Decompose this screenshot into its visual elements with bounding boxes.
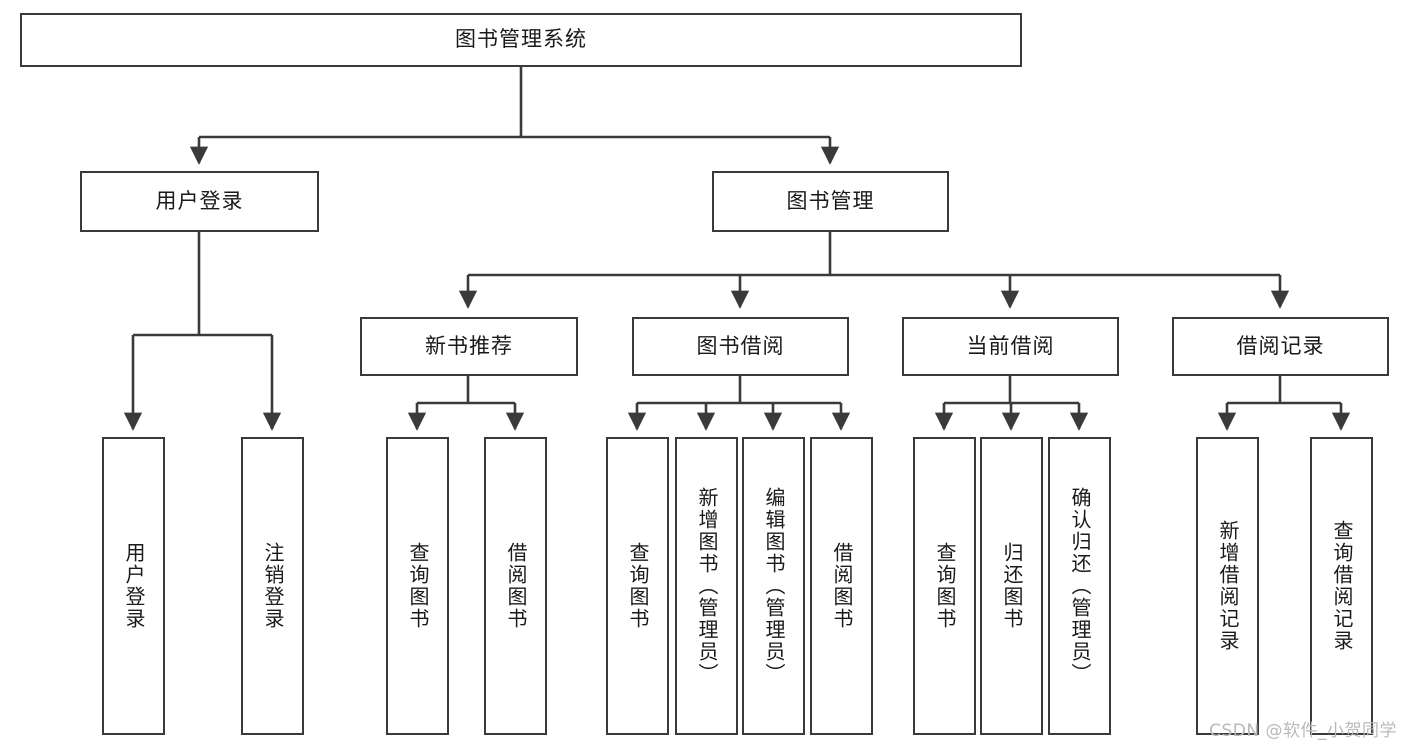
- node-label: 当前借阅: [966, 333, 1055, 358]
- node-label: 用户登录: [155, 188, 244, 213]
- leaf-user-logout[interactable]: 注销登录: [241, 437, 304, 735]
- node-label: 确认归还（管理员）: [1068, 487, 1092, 685]
- leaf-query-book-1[interactable]: 查询图书: [386, 437, 449, 735]
- leaf-borrow-book-2[interactable]: 借阅图书: [810, 437, 873, 735]
- node-label: 图书管理系统: [455, 27, 587, 52]
- leaf-query-record[interactable]: 查询借阅记录: [1310, 437, 1373, 735]
- node-book-borrow[interactable]: 图书借阅: [632, 317, 849, 376]
- leaf-return-book[interactable]: 归还图书: [980, 437, 1043, 735]
- node-root-system[interactable]: 图书管理系统: [20, 13, 1022, 67]
- watermark-text: CSDN @软件_小贺同学: [1209, 721, 1397, 741]
- node-new-book-recommend[interactable]: 新书推荐: [360, 317, 578, 376]
- node-label: 查询图书: [933, 542, 957, 630]
- leaf-user-login[interactable]: 用户登录: [102, 437, 165, 735]
- node-label: 注销登录: [261, 542, 285, 630]
- node-label: 借阅图书: [830, 542, 854, 630]
- node-label: 用户登录: [122, 542, 146, 630]
- node-label: 图书借阅: [696, 333, 785, 358]
- node-user-login[interactable]: 用户登录: [80, 171, 319, 232]
- leaf-borrow-book-1[interactable]: 借阅图书: [484, 437, 547, 735]
- node-label: 借阅图书: [504, 542, 528, 630]
- node-book-manage[interactable]: 图书管理: [712, 171, 949, 232]
- leaf-confirm-return[interactable]: 确认归还（管理员）: [1048, 437, 1111, 735]
- leaf-add-book[interactable]: 新增图书（管理员）: [675, 437, 738, 735]
- node-label: 编辑图书（管理员）: [762, 487, 786, 685]
- leaf-query-book-3[interactable]: 查询图书: [913, 437, 976, 735]
- node-borrow-record[interactable]: 借阅记录: [1172, 317, 1389, 376]
- node-label: 借阅记录: [1236, 333, 1325, 358]
- node-label: 图书管理: [786, 188, 875, 213]
- leaf-edit-book[interactable]: 编辑图书（管理员）: [742, 437, 805, 735]
- node-label: 新增借阅记录: [1216, 520, 1240, 652]
- node-label: 查询图书: [406, 542, 430, 630]
- node-label: 新增图书（管理员）: [695, 487, 719, 685]
- node-label: 新书推荐: [425, 333, 513, 358]
- node-label: 查询借阅记录: [1330, 520, 1354, 652]
- node-label: 查询图书: [626, 542, 650, 630]
- node-current-borrow[interactable]: 当前借阅: [902, 317, 1119, 376]
- node-label: 归还图书: [1000, 542, 1024, 630]
- leaf-add-record[interactable]: 新增借阅记录: [1196, 437, 1259, 735]
- leaf-query-book-2[interactable]: 查询图书: [606, 437, 669, 735]
